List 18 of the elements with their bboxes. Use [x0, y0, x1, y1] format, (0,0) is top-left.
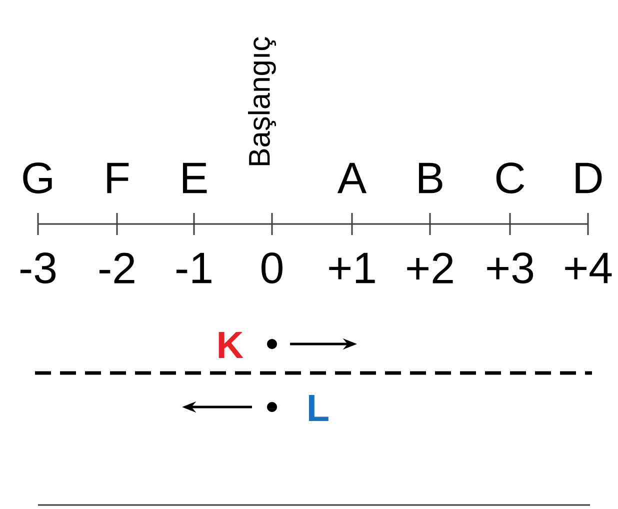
tick-number: -1	[176, 252, 212, 284]
point-letter: C	[496, 162, 524, 194]
point-letter: B	[418, 162, 442, 194]
tick-number: +4	[565, 252, 612, 284]
tick-number: +1	[329, 252, 375, 284]
tick-number: +3	[487, 252, 534, 284]
point-letter: F	[107, 162, 129, 194]
point-letter: G	[23, 162, 52, 194]
tick-number: 0	[262, 252, 282, 284]
point-letter: E	[182, 162, 207, 194]
point-letter: D	[576, 162, 602, 194]
object-label: L	[308, 394, 328, 422]
tick-number: -3	[20, 252, 56, 284]
point-letter: A	[337, 162, 367, 194]
start-label: Başlangıç	[248, 37, 276, 166]
tick-number: +2	[407, 252, 453, 284]
object-label: K	[218, 332, 244, 358]
tick-number: -2	[99, 252, 134, 284]
